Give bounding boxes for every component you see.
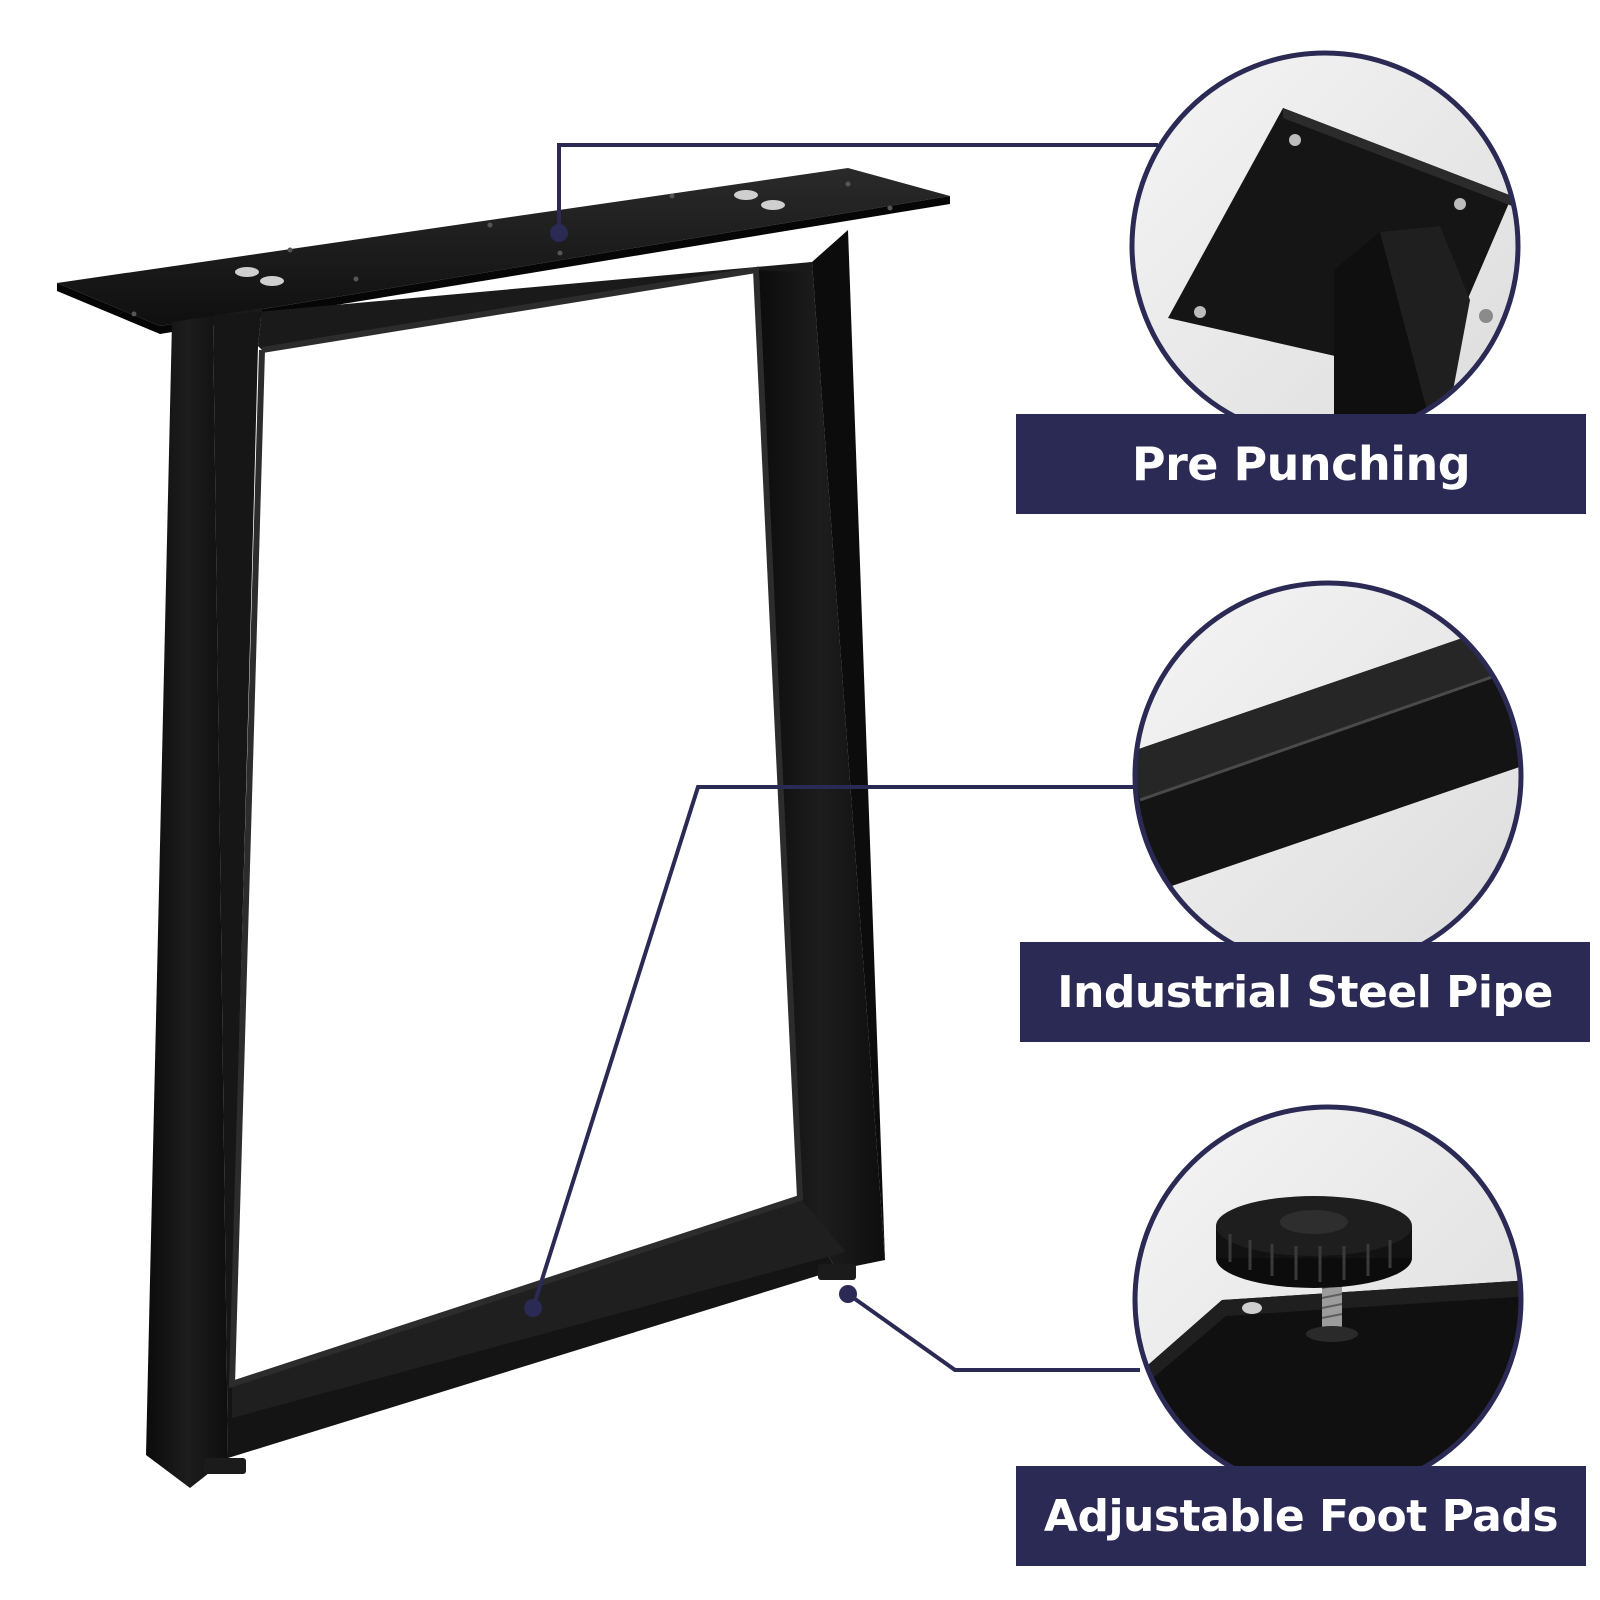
label-backgrounds [1016, 414, 1590, 1566]
callout-lines [531, 143, 1158, 1372]
callout-line-foot-pads [846, 1292, 1140, 1372]
callout-dot-steel-pipe [524, 1299, 542, 1317]
callout-dot-pre-punching [550, 224, 568, 242]
right-upright [756, 262, 885, 1270]
feature-label-steel-pipe: Industrial Steel Pipe [1057, 966, 1553, 1018]
left-upright [146, 316, 228, 1488]
feature-label-pre-punching: Pre Punching [1131, 437, 1471, 491]
callout-line-steel-pipe [531, 785, 1135, 1309]
callout-dots [524, 224, 857, 1317]
detail-circle-pre-punching [1129, 50, 1521, 442]
callout-line-pre-punching [557, 143, 1158, 233]
foot-pad-right [818, 1264, 856, 1280]
table-leg [57, 168, 950, 1488]
foot-pad-left [204, 1458, 246, 1474]
callout-dot-foot-pads [839, 1285, 857, 1303]
detail-circle-foot-pads [1132, 1104, 1524, 1496]
feature-label-foot-pads: Adjustable Foot Pads [1043, 1490, 1559, 1542]
plate-holes [131, 181, 893, 317]
detail-circle-steel-pipe [1132, 580, 1524, 972]
mounting-plate [57, 168, 950, 326]
